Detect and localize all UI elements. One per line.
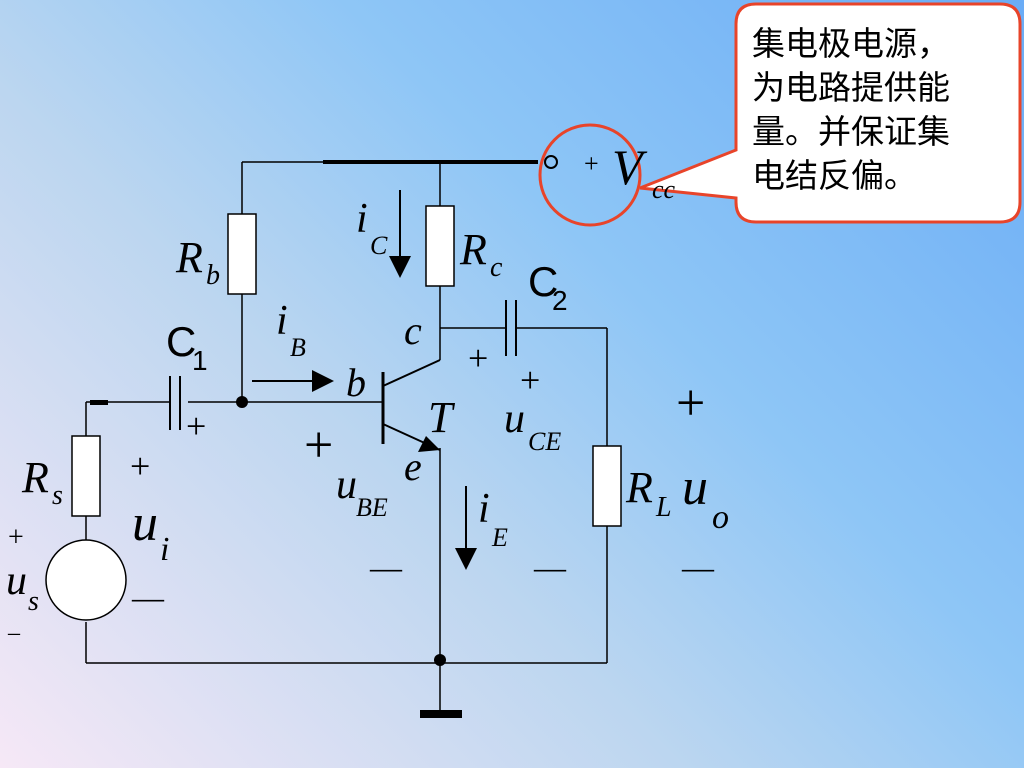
rl-label: R xyxy=(625,463,653,512)
us-plus-sign: + xyxy=(8,522,24,553)
rc-label: R xyxy=(459,225,487,274)
resistor-rl xyxy=(592,445,622,527)
us-label: u xyxy=(6,558,27,604)
rc-subscript: c xyxy=(490,252,503,283)
transistor-label: T xyxy=(428,393,456,442)
rl-subscript: L xyxy=(655,492,672,523)
uce-plus-sign: + xyxy=(520,360,540,400)
ui-label: u xyxy=(132,495,158,552)
ground-node xyxy=(434,654,446,666)
rs-label: R xyxy=(21,453,49,502)
collector-label: c xyxy=(404,308,422,353)
vcc-highlight-circle xyxy=(538,123,642,227)
uce-minus-sign: — xyxy=(533,549,567,585)
ube-label: u xyxy=(336,462,357,508)
ui-plus-sign: + xyxy=(130,446,150,486)
c2-subscript: 2 xyxy=(552,285,568,316)
ib-subscript: B xyxy=(290,333,306,362)
ib-label: i xyxy=(276,298,288,344)
rs-subscript: s xyxy=(52,480,63,511)
us-subscript: s xyxy=(28,586,39,617)
c2-plus-sign: + xyxy=(468,338,488,378)
uce-label: u xyxy=(504,396,525,442)
ube-plus-sign: + xyxy=(304,417,333,474)
uo-plus-sign: + xyxy=(676,375,705,432)
emitter-label: e xyxy=(404,444,422,489)
resistor-rs xyxy=(71,435,101,517)
uo-minus-sign: — xyxy=(681,549,715,585)
capacitor-c2 xyxy=(505,300,517,356)
ic-arrow-icon xyxy=(389,190,411,278)
ube-subscript: BE xyxy=(356,493,388,522)
vcc-label: V xyxy=(612,139,648,195)
vcc-subscript: cc xyxy=(652,175,676,204)
base-label: b xyxy=(346,360,366,405)
callout-text: 集电极电源， 为电路提供能 量。并保证集 电结反偏。 xyxy=(752,24,950,195)
ie-subscript: E xyxy=(491,523,508,552)
vcc-terminal xyxy=(544,155,558,169)
us-minus-sign: – xyxy=(7,620,21,646)
input-terminal-mark xyxy=(90,400,108,405)
c2-label: C xyxy=(528,258,558,305)
callout-bubble xyxy=(639,2,1022,224)
ie-arrow-icon xyxy=(455,486,477,570)
rb-label: R xyxy=(175,233,203,282)
resistor-rb xyxy=(227,213,257,295)
voltage-source xyxy=(45,539,127,621)
uo-subscript: o xyxy=(712,499,729,536)
c1-plus-sign: + xyxy=(186,406,206,446)
emitter-arrow-icon xyxy=(418,436,440,452)
ui-minus-sign: — xyxy=(131,579,165,615)
ic-subscript: C xyxy=(370,231,388,260)
rb-subscript: b xyxy=(206,260,220,291)
uce-subscript: CE xyxy=(528,427,561,456)
ube-minus-sign: — xyxy=(369,549,403,585)
c1-label: C xyxy=(166,318,196,365)
ic-label: i xyxy=(356,196,368,242)
ie-label: i xyxy=(478,486,490,532)
c1-subscript: 1 xyxy=(192,345,208,376)
vcc-plus-sign: + xyxy=(584,149,599,178)
capacitor-c1 xyxy=(169,376,181,430)
ground-symbol xyxy=(420,710,462,718)
base-node xyxy=(236,396,248,408)
ib-arrow-icon xyxy=(252,370,334,392)
uo-label: u xyxy=(682,459,708,516)
resistor-rc xyxy=(425,205,455,287)
ui-subscript: i xyxy=(160,531,169,568)
